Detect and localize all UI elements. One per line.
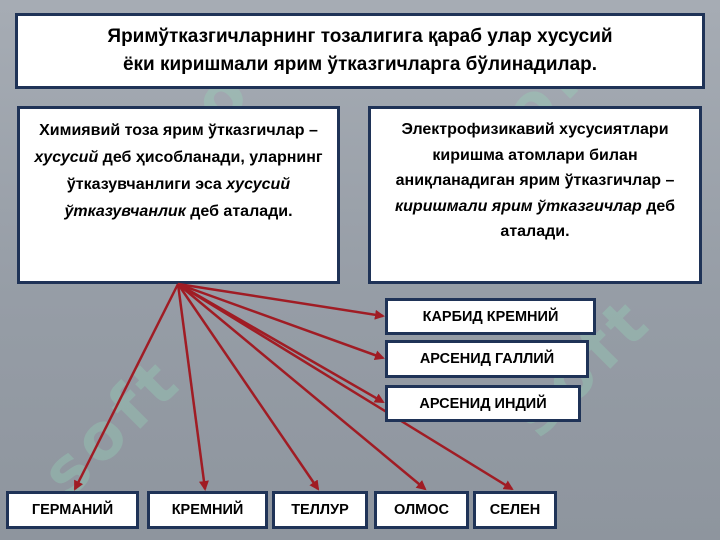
tag-tellurium: ТЕЛЛУР — [272, 491, 368, 529]
intrinsic-conductivity-term: хусусий ўтказувчанлик — [64, 176, 291, 220]
arrow-to-carbide — [177, 282, 385, 320]
intrinsic-term: хусусий — [34, 149, 99, 166]
intrinsic-semiconductor-box: Химиявий тоза ярим ўтказгичлар – хусусий… — [17, 106, 340, 284]
arrow-to-gallium — [177, 282, 385, 360]
intrinsic-text-a: Химиявий тоза ярим ўтказгичлар – — [39, 122, 318, 139]
tag-indium-arsenide: АРСЕНИД ИНДИЙ — [385, 385, 581, 422]
tag-silicon-carbide: КАРБИД КРЕМНИЙ — [385, 298, 596, 335]
arrow-to-tellurium — [176, 283, 320, 491]
tag-germanium: ГЕРМАНИЙ — [6, 491, 139, 529]
impurity-semiconductor-box: Электрофизикавий хусусиятлари киришма ат… — [368, 106, 702, 284]
intrinsic-text-b: деб ҳисобланади, уларнинг ўтказувчанлиги… — [66, 149, 323, 193]
impurity-text-b: деб аталади. — [500, 197, 675, 241]
arrow-to-silicon — [176, 283, 209, 491]
title-line-2: ёки киришмали ярим ўтказгичларга бўлинад… — [122, 54, 598, 75]
tag-silicon: КРЕМНИЙ — [147, 491, 268, 529]
impurity-term: киришмали ярим ўтказгичлар — [395, 197, 642, 215]
title-box: Яримўтказгичларнинг тозалигига қараб ула… — [15, 13, 705, 89]
tag-selenium: СЕЛЕН — [473, 491, 557, 529]
title-line-1: Яримўтказгичларнинг тозалигига қараб ула… — [107, 26, 613, 47]
arrow-to-germanium — [73, 283, 180, 491]
intrinsic-text-c: деб аталади. — [185, 203, 293, 220]
arrow-to-selenium — [177, 282, 514, 491]
tag-gallium-arsenide: АРСЕНИД ГАЛЛИЙ — [385, 340, 589, 378]
tag-diamond: ОЛМОС — [374, 491, 469, 529]
impurity-text-a: Электрофизикавий хусусиятлари киришма ат… — [395, 121, 675, 189]
arrow-to-diamond — [177, 283, 427, 491]
